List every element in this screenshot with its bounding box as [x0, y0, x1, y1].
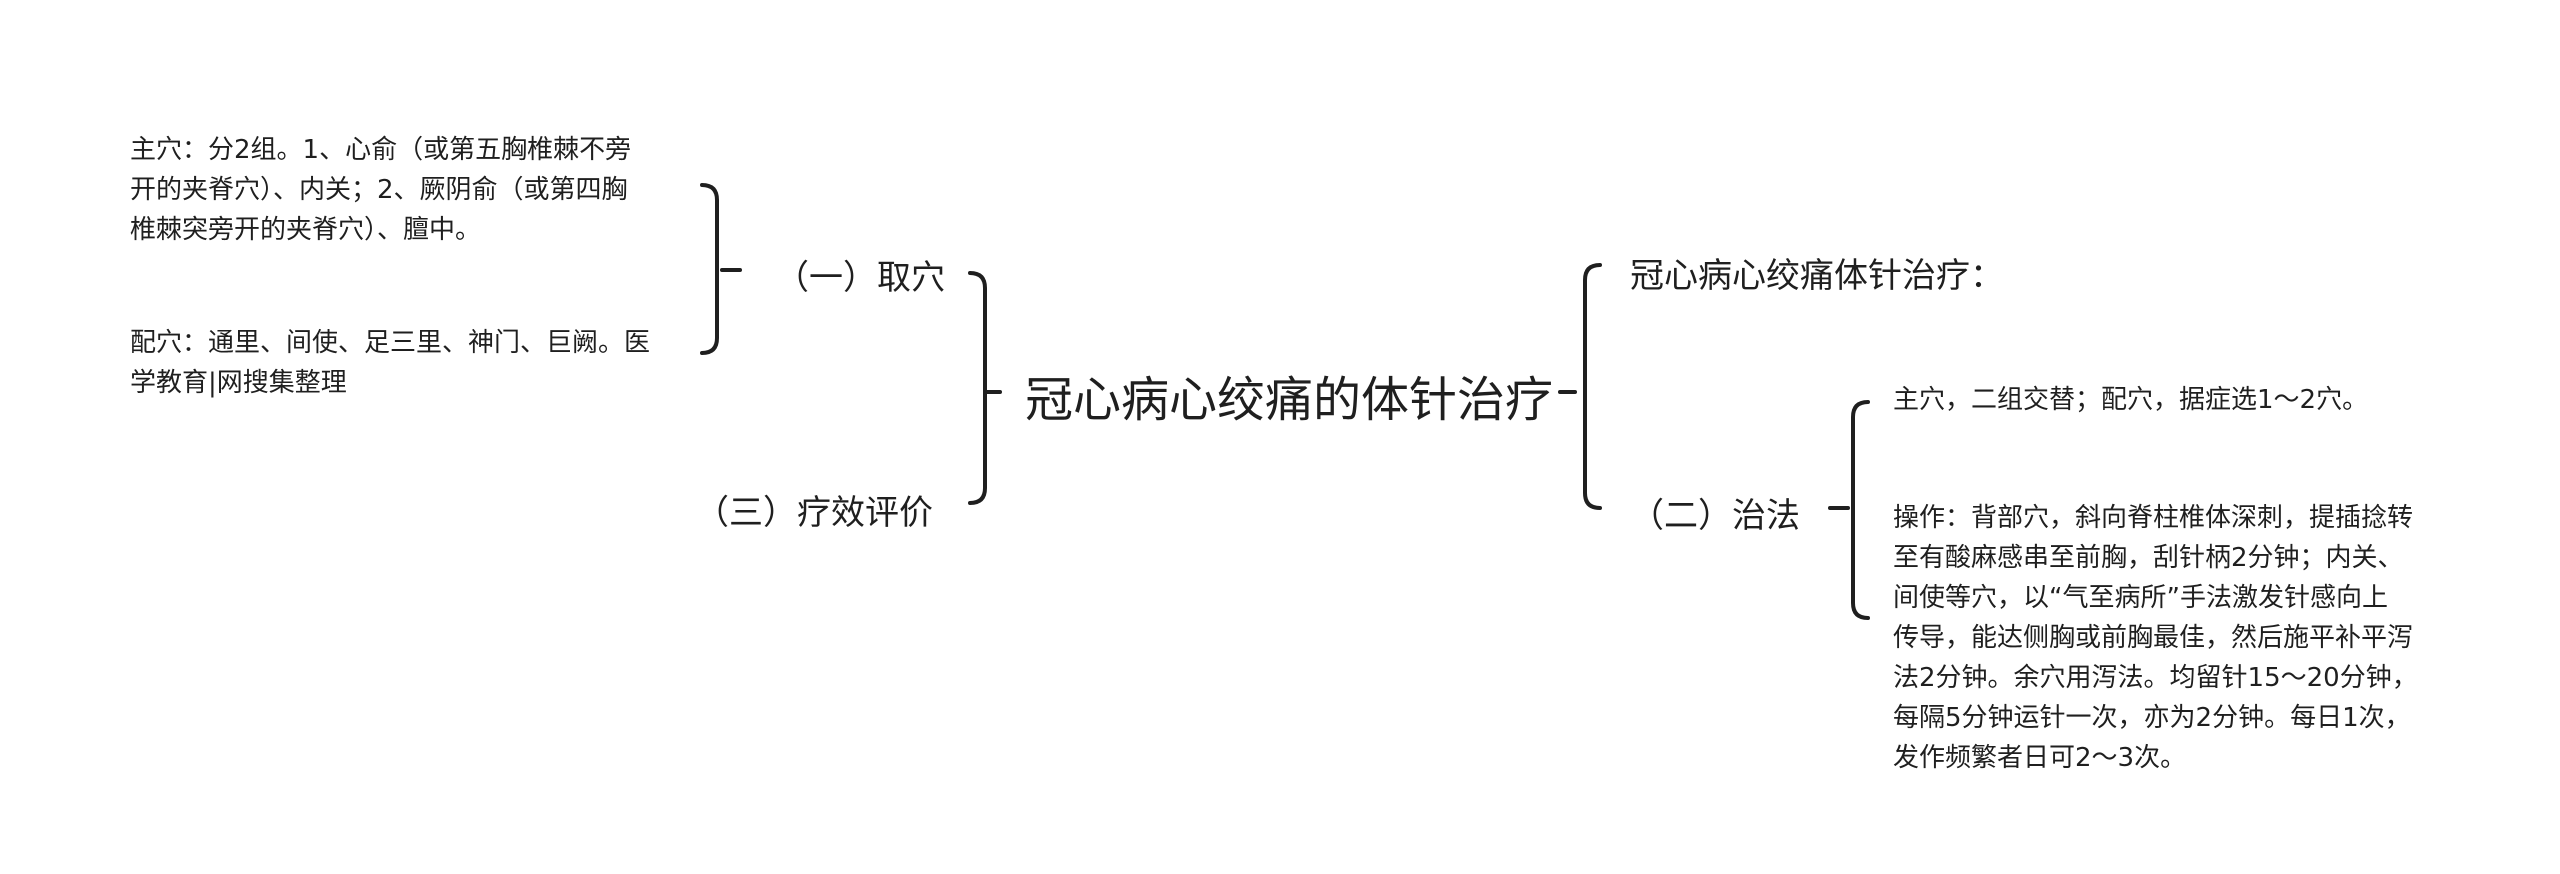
leaf-line: 传导，能达侧胸或前胸最佳，然后施平补平泻 — [1893, 623, 2414, 653]
leaf-main-points-alternation: 主穴，二组交替；配穴，据症选1～2穴。 — [1893, 380, 2368, 420]
leaf-operation: 操作：背部穴，斜向脊柱椎体深刺，提插捻转 至有酸麻感串至前胸，刮针柄2分钟；内关… — [1893, 498, 2418, 778]
leaf-line: 椎棘突旁开的夹脊穴）、膻中。 — [130, 215, 482, 245]
leaf-line: 主穴：分2组。1、心俞（或第五胸椎棘不旁 — [130, 135, 632, 165]
leaf-line: 学教育|网搜集整理 — [130, 368, 347, 398]
branch-efficacy-evaluation: （三）疗效评价 — [695, 493, 933, 533]
leaf-secondary-points: 配穴：通里、间使、足三里、神门、巨阙。医 学教育|网搜集整理 — [130, 323, 650, 403]
leaf-line: 法2分钟。余穴用泻法。均留针15～20分钟， — [1893, 663, 2418, 693]
branch-acupoint-selection: （一）取穴 — [775, 258, 945, 298]
leaf-line: 发作频繁者日可2～3次。 — [1893, 743, 2187, 773]
bracket-root-left — [968, 271, 987, 505]
leaf-line: 操作：背部穴，斜向脊柱椎体深刺，提插捻转 — [1893, 503, 2414, 533]
bracket-b1 — [700, 183, 719, 355]
branch-treatment-method: （二）治法 — [1630, 496, 1800, 536]
leaf-line: 配穴：通里、间使、足三里、神门、巨阙。医 — [130, 328, 651, 358]
leaf-line: 开的夹脊穴）、内关；2、厥阴俞（或第四胸 — [130, 175, 628, 205]
leaf-main-points: 主穴：分2组。1、心俞（或第五胸椎棘不旁 开的夹脊穴）、内关；2、厥阴俞（或第四… — [130, 130, 631, 250]
bracket-b2 — [1851, 400, 1870, 620]
leaf-line: 间使等穴，以“气至病所”手法激发针感向上 — [1893, 583, 2388, 613]
branch-overview: 冠心病心绞痛体针治疗： — [1630, 256, 2004, 296]
leaf-line: 每隔5分钟运针一次，亦为2分钟。每日1次， — [1893, 703, 2411, 733]
leaf-line: 至有酸麻感串至前胸，刮针柄2分钟；内关、 — [1893, 543, 2404, 573]
bracket-root-right — [1583, 263, 1602, 510]
leaf-line: 主穴，二组交替；配穴，据症选1～2穴。 — [1893, 385, 2369, 415]
root-title: 冠心病心绞痛的体针治疗 — [1025, 372, 1554, 428]
